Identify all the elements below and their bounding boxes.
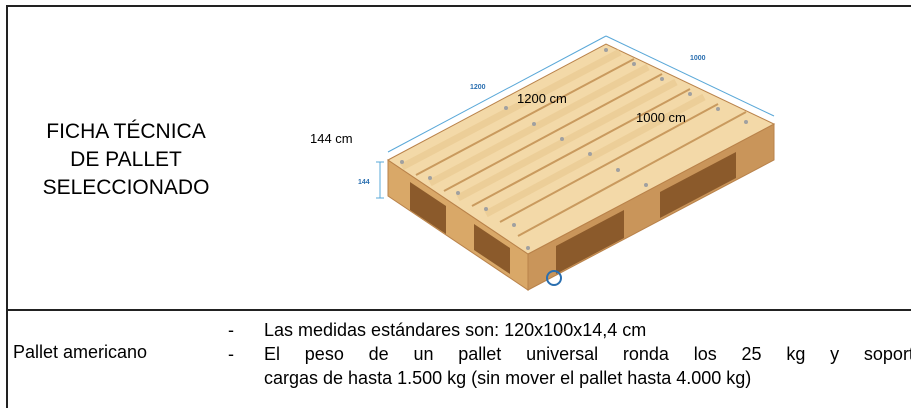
- spec-bullet-2-line-2: cargas de hasta 1.500 kg (sin mover el p…: [264, 368, 752, 388]
- table-border-top: [6, 5, 911, 7]
- pallet-illustration: 1200 1000 144 1200 cm 1000 cm 144 cm: [306, 12, 801, 304]
- word: peso: [304, 344, 344, 364]
- pallet-deck-boards: [415, 58, 747, 237]
- spec-bullet-1-text: Las medidas estándares son: 120x100x14,4…: [264, 320, 647, 340]
- pallet-nails: [400, 48, 748, 250]
- dimension-lines: [376, 35, 775, 199]
- mark-width: 1000: [690, 55, 706, 62]
- word: 25: [741, 344, 762, 364]
- word: un: [413, 344, 434, 364]
- word: ronda: [622, 344, 669, 364]
- label-width: 1000 cm: [636, 110, 686, 125]
- word: soporta: [863, 344, 911, 364]
- mark-height: 144: [358, 179, 370, 186]
- pallet-spec-list: - Las medidas estándares son: 120x100x14…: [226, 318, 911, 390]
- pallet-opening-r2: [660, 152, 736, 218]
- spec-title: FICHA TÉCNICA DE PALLET SELECCIONADO: [16, 118, 236, 202]
- word: universal: [526, 344, 599, 364]
- spec-bullet-1: - Las medidas estándares son: 120x100x14…: [226, 318, 911, 342]
- word: kg: [786, 344, 806, 364]
- pallet-deck-gaps: [400, 48, 706, 218]
- pallet-opening-left: [410, 182, 446, 234]
- label-height: 144 cm: [310, 131, 353, 146]
- spec-title-line-1: FICHA TÉCNICA: [46, 120, 206, 143]
- spec-bullet-2-cont: cargas de hasta 1.500 kg (sin mover el p…: [226, 366, 911, 390]
- bullet-dash: -: [228, 320, 234, 340]
- word: pallet: [458, 344, 502, 364]
- word: los: [693, 344, 717, 364]
- pallet-stamp-icon: [546, 270, 562, 286]
- spec-title-line-2: DE PALLET: [70, 148, 182, 171]
- pallet-opening-r1: [556, 210, 624, 274]
- word: El: [264, 344, 281, 364]
- bullet-dash: -: [228, 344, 234, 364]
- mark-length: 1200: [470, 84, 486, 91]
- pallet-type-label: Pallet americano: [13, 342, 148, 362]
- label-length: 1200 cm: [517, 91, 567, 106]
- spec-title-line-3: SELECCIONADO: [42, 176, 210, 199]
- word: y: [830, 344, 840, 364]
- pallet-opening-right: [474, 224, 510, 274]
- table-row-divider: [6, 309, 911, 311]
- spec-bullet-2-line-1: El peso de un pallet universal ronda los…: [264, 342, 911, 366]
- spec-bullet-2: - El peso de un pallet universal ronda l…: [226, 342, 911, 366]
- table-border-left: [6, 5, 8, 408]
- word: de: [368, 344, 389, 364]
